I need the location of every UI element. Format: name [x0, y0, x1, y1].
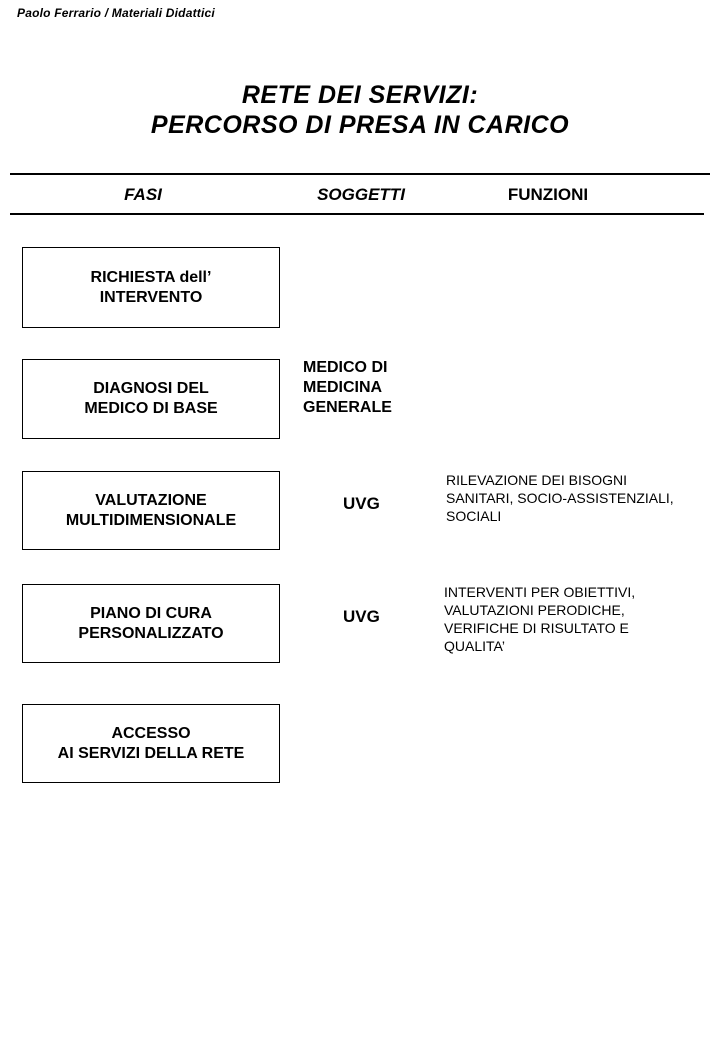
column-header-funzioni: FUNZIONI — [507, 185, 589, 204]
soggetto-uvg-valutazione: UVG — [343, 494, 380, 513]
column-header-soggetti: SOGGETTI — [317, 185, 405, 204]
phase-box-diagnosi-medico-base: DIAGNOSI DEL MEDICO DI BASE — [22, 359, 280, 439]
header-rule-bottom — [10, 213, 704, 215]
column-header-fasi: FASI — [124, 185, 162, 204]
soggetto-uvg-piano-cura: UVG — [343, 607, 380, 626]
header-rule-top — [10, 173, 710, 175]
page-title: RETE DEI SERVIZI: PERCORSO DI PRESA IN C… — [150, 81, 570, 139]
phase-box-valutazione-multidimensionale: VALUTAZIONE MULTIDIMENSIONALE — [22, 471, 280, 550]
phase-box-accesso-servizi-rete: ACCESSO AI SERVIZI DELLA RETE — [22, 704, 280, 783]
phase-box-richiesta-intervento: RICHIESTA dell’ INTERVENTO — [22, 247, 280, 328]
funzione-rilevazione-bisogni: RILEVAZIONE DEI BISOGNI SANITARI, SOCIO-… — [446, 472, 674, 524]
author-credit: Paolo Ferrario / Materiali Didattici — [17, 6, 215, 20]
soggetto-medico-medicina-generale: MEDICO DI MEDICINA GENERALE — [303, 359, 392, 416]
funzione-interventi-obiettivi: INTERVENTI PER OBIETTIVI, VALUTAZIONI PE… — [444, 584, 636, 654]
phase-box-piano-cura-personalizzato: PIANO DI CURA PERSONALIZZATO — [22, 584, 280, 663]
